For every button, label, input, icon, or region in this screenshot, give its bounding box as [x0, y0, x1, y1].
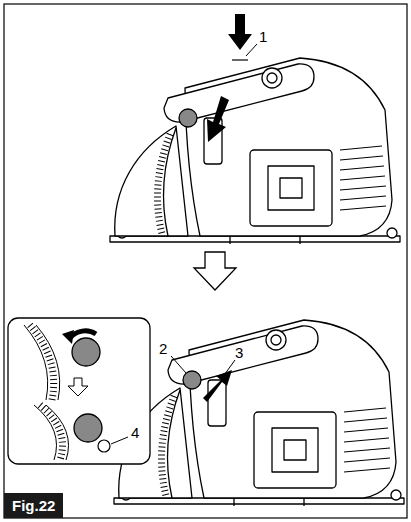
callout-number: 3	[234, 344, 244, 361]
leader-line	[246, 44, 257, 56]
saw-bottom-view	[114, 320, 404, 506]
step-arrow	[194, 252, 236, 290]
figure-tag: Fig.22	[4, 493, 63, 518]
callout-number: 2	[158, 340, 168, 357]
leader-line	[222, 360, 235, 378]
press-arrow	[228, 14, 252, 50]
detail-inset	[8, 318, 150, 464]
figure-number: Fig.22	[12, 497, 55, 514]
callout-number: 1	[258, 28, 268, 45]
lever-arrow	[207, 96, 229, 142]
callout-number: 4	[130, 424, 140, 441]
leader-line	[171, 356, 186, 373]
saw-top-view	[110, 58, 400, 244]
lever-release-arrow	[203, 370, 232, 402]
